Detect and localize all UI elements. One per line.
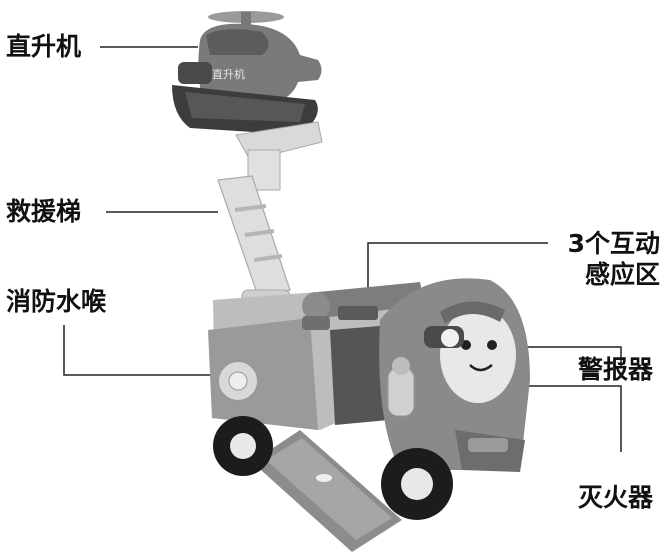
helicopter-part: 直升机 [172,11,322,135]
helicopter-marking: 直升机 [212,67,245,81]
leader-line-zones [367,242,548,300]
label-interactive-zones-line1: 3个互动 [567,229,660,258]
leader-line-hose [63,325,222,376]
label-extinguisher: 灭火器 [578,483,654,512]
ladder-part [217,121,323,313]
label-interactive-zones: 3个互动 感应区 [552,228,660,291]
label-helicopter: 直升机 [6,32,82,61]
label-ladder: 救援梯 [6,197,82,226]
label-interactive-zones-line2: 感应区 [584,260,660,290]
label-hose: 消防水喉 [6,287,107,316]
label-siren: 警报器 [578,355,654,384]
truck-body [208,278,530,552]
